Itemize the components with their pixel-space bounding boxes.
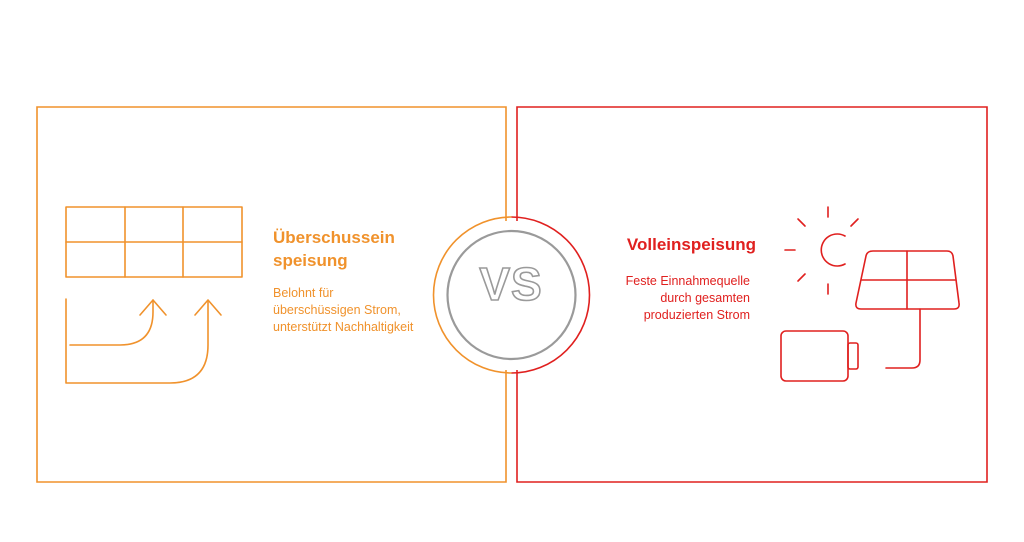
solar-grid-export-icon bbox=[65, 206, 243, 384]
right-panel-title: Volleinspeisung bbox=[626, 235, 756, 254]
left-panel-frame bbox=[36, 106, 507, 483]
right-panel-frame bbox=[516, 106, 988, 483]
vs-label: VS bbox=[479, 258, 543, 310]
vs-ring-left-half bbox=[432, 216, 512, 374]
battery-icon bbox=[780, 330, 859, 382]
left-panel-description: Belohnt für überschüssigen Strom, unters… bbox=[273, 286, 414, 334]
solar-panel-icon bbox=[855, 250, 960, 369]
right-panel-description: Feste Einnahmequelle durch gesamten prod… bbox=[625, 274, 750, 322]
left-panel-title: Überschussein speisung bbox=[273, 228, 395, 270]
sun-icon bbox=[784, 206, 859, 295]
vs-ring-right-half bbox=[511, 216, 591, 374]
vs-inner-circle bbox=[446, 229, 577, 361]
